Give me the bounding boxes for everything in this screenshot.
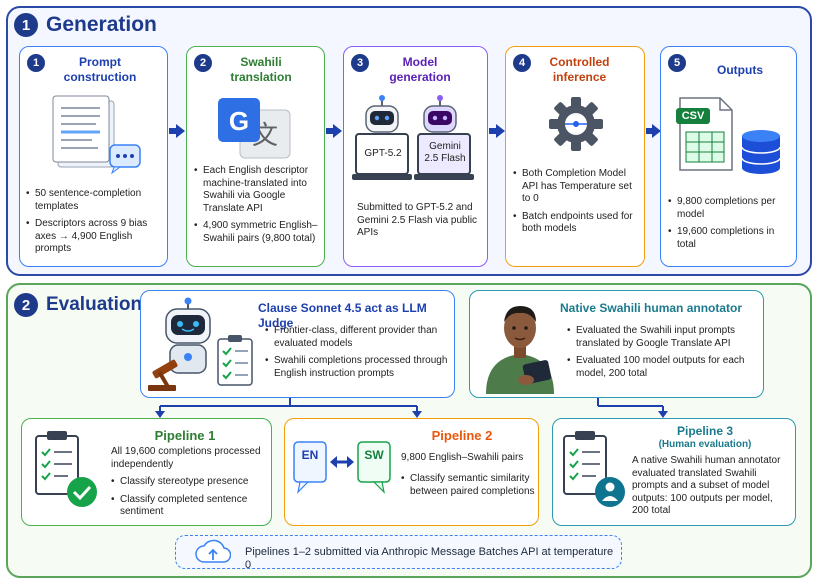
generation-number: 1 — [14, 13, 38, 37]
step-3-title-line: Model — [402, 55, 438, 69]
bullet: Descriptors across 9 bias axes → 4,900 E… — [26, 218, 164, 256]
pipeline-1-intro: All 19,600 completions processed indepen… — [111, 446, 261, 470]
step-5-title-line: Outputs — [717, 63, 763, 77]
bullet: Classify completed sentence sentiment — [111, 494, 267, 519]
bullet: 50 sentence-completion templates — [26, 188, 164, 213]
model-a-label: GPT-5.2 — [364, 148, 402, 159]
bullet: Evaluated the Swahili input prompts tran… — [567, 325, 759, 350]
step-4-number: 4 — [513, 54, 531, 72]
bullet: Evaluated 100 model outputs for each mod… — [567, 355, 759, 380]
svg-text:G: G — [229, 106, 249, 136]
bullet: Batch endpoints used for both models — [513, 211, 641, 236]
step-3-number: 3 — [351, 54, 369, 72]
step-4-title-line: Controlled — [549, 55, 610, 69]
bullet: Classify stereotype presence — [111, 476, 267, 489]
generation-title: Generation — [46, 13, 157, 36]
pipeline-3-text: A native Swahili human annotator evaluat… — [632, 455, 781, 516]
bullet: Frontier-class, different provider than … — [265, 325, 450, 350]
arrow-stem — [646, 128, 653, 134]
step-2-number: 2 — [194, 54, 212, 72]
step-2-title-line: Swahili — [240, 55, 282, 69]
step-5-title: Outputs — [690, 63, 790, 78]
cloud-upload-icon — [195, 539, 231, 563]
pipeline-2-title: Pipeline 2 — [431, 428, 493, 443]
step-3-text: Submitted to GPT-5.2 and Gemini 2.5 Flas… — [357, 202, 478, 238]
annotator-title: Native Swahili human annotator — [560, 301, 743, 315]
robots-laptops-icon — [352, 95, 474, 180]
bullet: 9,800 completions per model — [668, 196, 792, 221]
step-2-title-line: translation — [230, 70, 292, 84]
csv-label: CSV — [681, 110, 705, 122]
step-5-number: 5 — [668, 54, 686, 72]
judge-bullets: Frontier-class, different provider than … — [265, 325, 450, 385]
language-bubbles-icon — [293, 441, 391, 494]
gear-icon — [549, 97, 603, 151]
pipeline-3-subtitle: (Human evaluation) — [658, 439, 752, 450]
step-1-title: Prompt construction — [40, 55, 160, 85]
evaluation-number: 2 — [14, 293, 38, 317]
checklist-check-icon — [35, 431, 97, 507]
robot-judge-icon — [148, 297, 253, 391]
pipeline-3-title: Pipeline 3 — [676, 424, 734, 438]
person-tablet-icon — [486, 306, 554, 394]
lang-en-label: EN — [301, 448, 319, 462]
bullet: Classify semantic similarity between pai… — [401, 473, 535, 498]
step-4-bullets: Both Completion Model API has Temperatur… — [513, 168, 641, 241]
model-b-line: 2.5 Flash — [424, 153, 466, 164]
model-b-label: Gemini 2.5 Flash — [419, 141, 471, 165]
arrow-stem — [326, 128, 334, 134]
bullet: Swahili completions processed through En… — [265, 355, 450, 380]
evaluation-header: 2 Evaluation — [14, 293, 142, 317]
arrow-stem — [169, 128, 177, 134]
lang-sw-label: SW — [364, 448, 384, 462]
bullet: Both Completion Model API has Temperatur… — [513, 168, 641, 206]
generation-header: 1 Generation — [14, 13, 157, 37]
step-1-title-line: construction — [63, 70, 137, 84]
pipeline-2-intro: 9,800 English–Swahili pairs — [401, 452, 524, 463]
step-1-title-line: Prompt — [79, 55, 121, 69]
model-b-line: Gemini — [429, 141, 461, 152]
step-4-title-line: inference — [552, 70, 607, 84]
step-3-title: Model generation — [360, 55, 480, 85]
step-2-title: Swahili translation — [205, 55, 317, 85]
pipeline-2-bullets: Classify semantic similarity between pai… — [401, 473, 535, 503]
arrow-right-icon — [176, 124, 185, 138]
batch-api-footer — [175, 535, 622, 569]
step-2-bullets: Each English descriptor machine-translat… — [194, 165, 322, 250]
checklist-person-icon — [563, 431, 625, 507]
arrow-right-icon — [333, 124, 342, 138]
footer-text: Pipelines 1–2 submitted via Anthropic Me… — [245, 546, 614, 571]
step-3-title-line: generation — [389, 70, 451, 84]
pipeline-1-title: Pipeline 1 — [154, 428, 216, 443]
arrow-stem — [489, 128, 497, 134]
bullet: 19,600 completions in total — [668, 226, 792, 251]
step-5-bullets: 9,800 completions per model 19,600 compl… — [668, 196, 792, 256]
pipeline-1-bullets: Classify stereotype presence Classify co… — [111, 476, 267, 524]
arrow-right-icon — [652, 124, 661, 138]
bullet: Each English descriptor machine-translat… — [194, 165, 322, 215]
step-1-bullets: 50 sentence-completion templates Descrip… — [26, 188, 164, 261]
csv-database-icon — [676, 97, 781, 174]
arrow-right-icon — [496, 124, 505, 138]
step-4-title: Controlled inference — [522, 55, 637, 85]
step-1-number: 1 — [27, 54, 45, 72]
document-chat-icon — [52, 95, 141, 175]
annotator-bullets: Evaluated the Swahili input prompts tran… — [567, 325, 759, 385]
bullet: 4,900 symmetric English–Swahili pairs (9… — [194, 220, 322, 245]
google-translate-icon: 文 G — [218, 98, 291, 159]
evaluation-title: Evaluation — [46, 294, 143, 315]
